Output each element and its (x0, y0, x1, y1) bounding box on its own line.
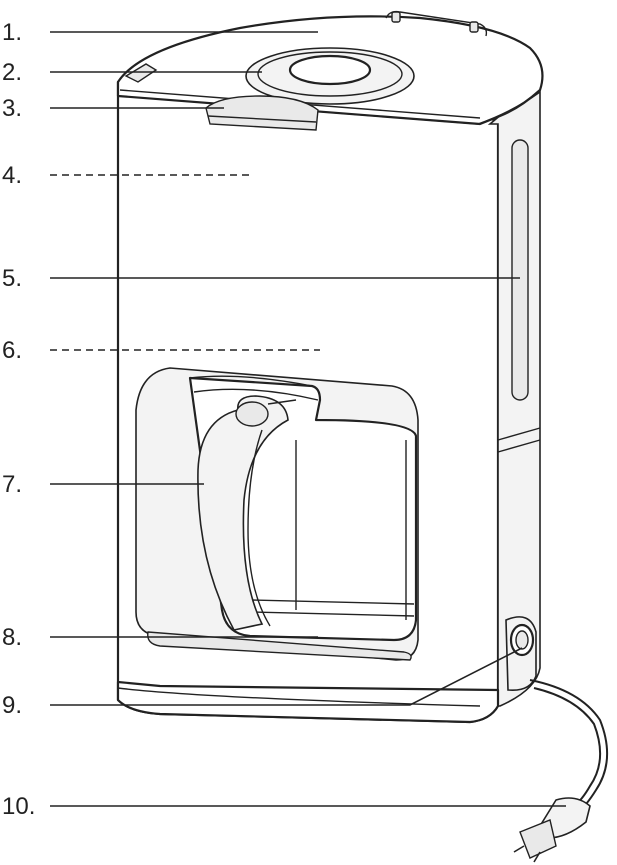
power-cord (513, 679, 609, 863)
callout-label-3: 3. (2, 95, 22, 122)
callout-label-6: 6. (2, 337, 22, 364)
coffee-maker-illustration (116, 10, 609, 863)
callout-labels: 1. 2. 3. 4. 5. 6. 7. 8. 9. 10. (2, 19, 35, 820)
callout-label-2: 2. (2, 59, 22, 86)
callout-lines (50, 31, 566, 807)
callout-label-8: 8. (2, 624, 22, 651)
callout-label-10: 10. (2, 793, 35, 820)
power-switch (505, 616, 537, 692)
callout-label-4: 4. (2, 162, 22, 189)
callout-label-5: 5. (2, 265, 22, 292)
callout-label-9: 9. (2, 692, 22, 719)
filter-cap (288, 54, 372, 86)
callout-label-1: 1. (2, 19, 22, 46)
lid-release-button (205, 95, 319, 131)
carafe (188, 375, 418, 642)
water-level-window (511, 139, 529, 401)
callout-label-7: 7. (2, 471, 22, 498)
carafe-handle (197, 395, 289, 631)
warming-plate (147, 631, 412, 661)
